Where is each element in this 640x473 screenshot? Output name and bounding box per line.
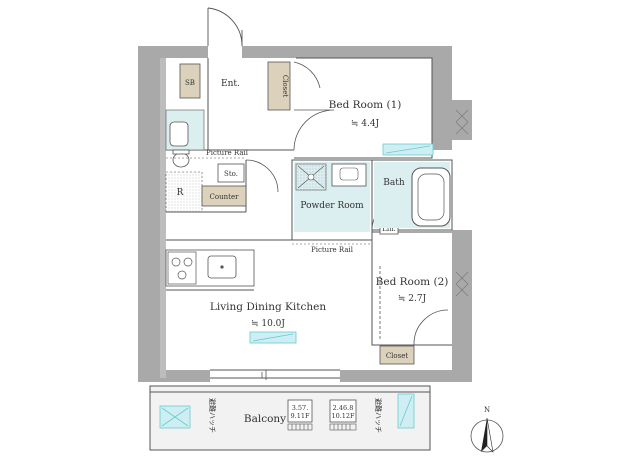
ac-unit-1 [287, 399, 313, 423]
picture-rail-2-label: Picture Rail [311, 246, 354, 254]
ac-unit-2-line2: 10.12F [331, 412, 355, 420]
exterior-walls [138, 46, 472, 382]
counter-label: Counter [210, 193, 240, 201]
powder-room-label: Powder Room [300, 201, 364, 211]
ac-unit-1-line2: 9.11F [291, 412, 310, 420]
ac-unit-2-line1: 2.46.8 [333, 404, 354, 412]
closet-2 [379, 345, 415, 365]
washer-drain-icon [297, 165, 325, 189]
right-window-hatch [455, 109, 469, 135]
closet-1-label: Closet [281, 75, 289, 98]
shoe-box [179, 63, 201, 99]
picture-rail-1-label: Picture Rail [206, 149, 249, 157]
ldk-size: ≒ 10.0J [251, 319, 285, 329]
linen-label: Lin. [382, 225, 396, 233]
interior-lines [149, 57, 453, 451]
ac-unit-2 [329, 399, 357, 423]
right-window-hatch-2 [455, 271, 469, 297]
bath-label: Bath [383, 178, 405, 188]
bedroom-2-name: Bed Room (2) [376, 276, 449, 288]
ac-unit-1-line1: 3.57. [292, 404, 309, 412]
entrance-door [207, 7, 243, 47]
stove-icon [167, 251, 197, 285]
bedroom-2-size: ≒ 2.7J [398, 294, 427, 304]
entrance-label: Ent. [221, 79, 240, 89]
bedroom-1-door [293, 61, 335, 151]
ldk-name: Living Dining Kitchen [210, 301, 326, 313]
toilet-icon [169, 121, 190, 168]
refrigerator-space [165, 171, 203, 213]
balcony-sliding-door [261, 370, 267, 380]
storage-label: Sto. [224, 170, 238, 178]
sb-label: SB [185, 79, 195, 87]
bedroom-1-size: ≒ 4.4J [351, 119, 380, 129]
closet-1 [267, 61, 291, 111]
refrigerator-label: R [177, 188, 184, 198]
balcony-label: Balcony [244, 413, 286, 425]
evacuation-hatch-right-label: 避難ハッチ [374, 398, 383, 433]
evacuation-hatch-left-label: 避難ハッチ [208, 398, 217, 433]
north-label: N [484, 406, 490, 414]
counter [201, 185, 247, 207]
closet-2-label: Closet [386, 352, 409, 360]
storage [217, 163, 245, 183]
bedroom-1-name: Bed Room (1) [329, 99, 402, 111]
north-arrow-icon [470, 417, 504, 453]
